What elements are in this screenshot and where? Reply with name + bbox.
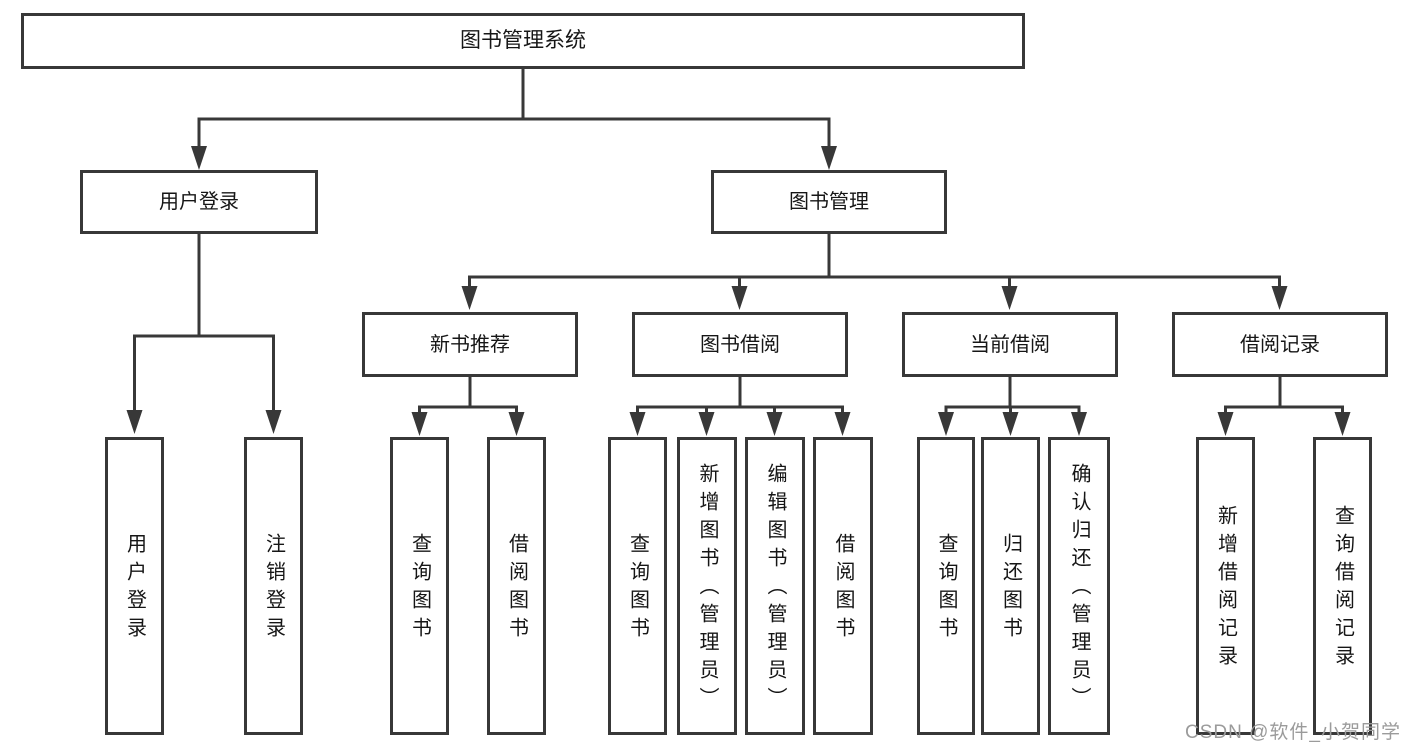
leaf-add-books-admin: 新增图书（管理员） xyxy=(677,437,737,735)
node-new-book-recommend: 新书推荐 xyxy=(362,312,578,377)
node-user-login: 用户登录 xyxy=(80,170,318,234)
leaf-query-books-borrowing: 查询图书 xyxy=(608,437,667,735)
leaf-edit-books-admin: 编辑图书（管理员） xyxy=(745,437,805,735)
node-book-management: 图书管理 xyxy=(711,170,947,234)
leaf-query-books-current: 查询图书 xyxy=(917,437,975,735)
node-system-title: 图书管理系统 xyxy=(21,13,1025,69)
leaf-borrow-books-recommend: 借阅图书 xyxy=(487,437,546,735)
leaf-query-books-recommend: 查询图书 xyxy=(390,437,449,735)
leaf-query-borrow-record: 查询借阅记录 xyxy=(1313,437,1372,735)
leaf-add-borrow-record: 新增借阅记录 xyxy=(1196,437,1255,735)
leaf-return-books: 归还图书 xyxy=(981,437,1040,735)
leaf-logout: 注销登录 xyxy=(244,437,303,735)
node-current-borrowing: 当前借阅 xyxy=(902,312,1118,377)
leaf-borrow-books: 借阅图书 xyxy=(813,437,873,735)
csdn-watermark: CSDN @软件_小贺同学 xyxy=(1185,722,1401,743)
node-borrowing-records: 借阅记录 xyxy=(1172,312,1388,377)
leaf-confirm-return-admin: 确认归还（管理员） xyxy=(1048,437,1110,735)
leaf-user-login: 用户登录 xyxy=(105,437,164,735)
node-book-borrowing: 图书借阅 xyxy=(632,312,848,377)
